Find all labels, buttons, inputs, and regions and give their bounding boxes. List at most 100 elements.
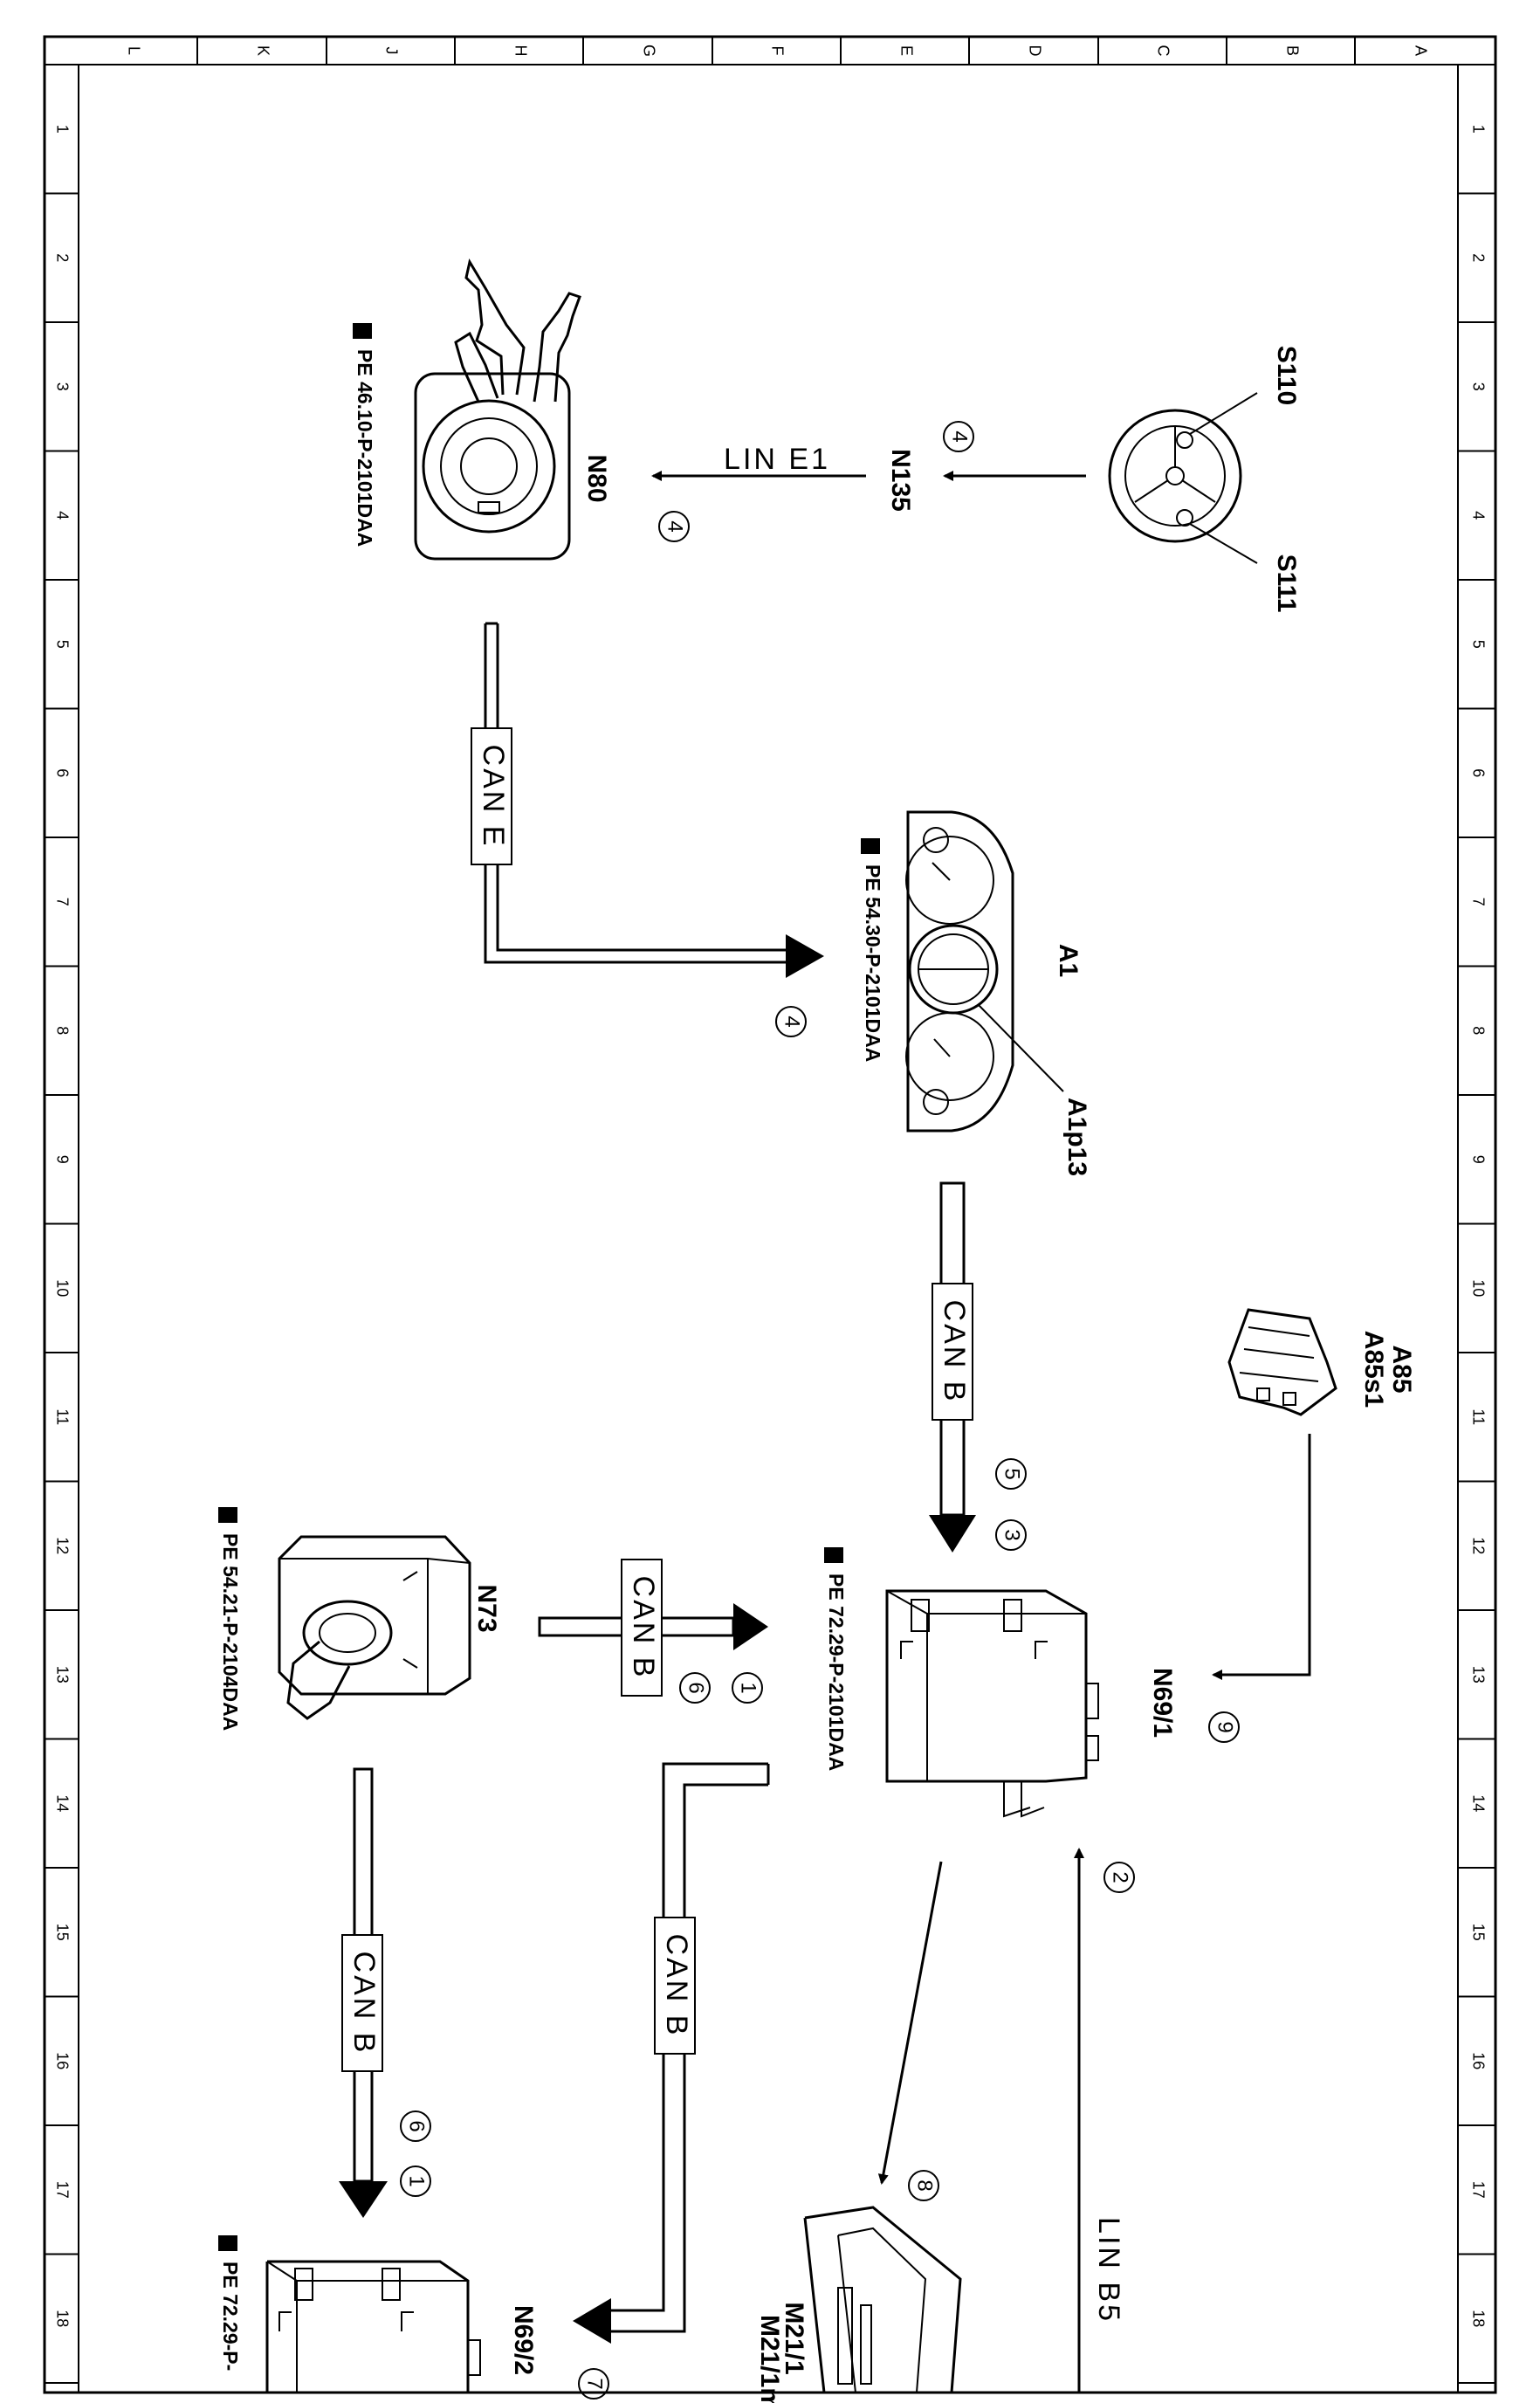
book-icon [353,323,372,339]
step-circle [578,2368,609,2400]
row-label: 11 [53,1408,71,1425]
steering-wheel-buttons [1108,392,1258,564]
step-number: 4 [663,520,687,532]
arrow-n69-1-to-m21 [877,1861,943,2185]
row-label: 4 [53,511,71,520]
step-number: 7 [583,2378,607,2389]
step-circle [943,421,974,452]
step-circle [400,2110,431,2142]
row-label: 3 [53,382,71,391]
step-number: 8 [913,2179,937,2191]
row-label: 6 [53,768,71,777]
row-label: 18 [1469,2310,1487,2327]
row-label: 2 [1469,253,1487,262]
book-icon [218,2235,237,2251]
diagram-border [43,35,1497,2394]
step-number: 6 [684,1682,708,1693]
step-number: 3 [1000,1529,1024,1540]
arrow-head-can-b [929,1515,976,1553]
mirror-adjustment-motor [803,2206,962,2393]
label-s110: S110 [1272,346,1301,405]
bus-lin-e1: LIN E1 [724,443,830,476]
step-number: 1 [405,2175,429,2186]
col-label: L [125,46,142,55]
step-circle [908,2170,939,2201]
row-label: 3 [1469,382,1487,391]
arrow-head-can-e [786,934,824,978]
label-a1: A1 [1054,944,1083,977]
book-icon [218,1507,237,1523]
ref-n69-1: PE 72.29-P-2101DAA [825,1573,848,1771]
bus-lin-b5: LIN B5 [1092,2217,1125,2324]
row-label: 13 [1469,1666,1487,1683]
steering-column-module [414,258,581,561]
row-label: 17 [53,2181,71,2199]
col-label: H [512,45,529,57]
row-label: 1 [1469,125,1487,134]
col-label: G [640,45,657,57]
step-circle [732,1672,763,1704]
col-label: J [382,47,400,55]
row-label: 16 [53,2052,71,2069]
col-label: K [254,45,272,56]
row-label: 8 [53,1026,71,1035]
row-label: 18 [53,2310,71,2327]
row-label: 13 [53,1666,71,1683]
row-label: 10 [1469,1279,1487,1297]
col-label: D [1026,45,1043,57]
grid-columns: L K J H G F E D C B A [125,37,1429,65]
row-label: 5 [53,640,71,649]
row-label: 11 [1469,1408,1487,1425]
bus-can-b: CAN B [938,1300,971,1404]
arrow-a85-to-n69-1 [1212,1434,1311,1680]
step-number: 6 [405,2120,429,2131]
step-number: 4 [780,1016,804,1027]
row-label: 10 [53,1279,71,1297]
step-number: 9 [1213,1721,1237,1732]
step-number: 5 [1000,1468,1024,1479]
label-a85: A85 [1387,1345,1416,1393]
door-control-module-1 [885,1589,1099,1818]
col-label: B [1283,45,1301,56]
step-circle [1103,1862,1135,1893]
col-label: C [1154,45,1172,57]
row-label: 2 [53,253,71,262]
label-m21-1: M21/1 [780,2302,808,2374]
book-icon [861,838,880,854]
col-label: A [1412,45,1429,56]
step-circle [679,1672,711,1704]
step-circle [400,2165,431,2197]
book-icon [824,1547,843,1563]
row-label: 12 [53,1537,71,1554]
step-number: 4 [948,430,972,442]
label-n69-1: N69/1 [1148,1668,1177,1738]
label-n69-2: N69/2 [509,2305,538,2375]
row-label: 5 [1469,640,1487,649]
row-label: 7 [53,898,71,906]
ref-n80: PE 46.10-P-2101DAA [354,349,376,547]
row-label: 12 [1469,1537,1487,1554]
label-n135: N135 [886,449,915,512]
bus-can-e-line [484,623,786,964]
a85-component [1227,1308,1337,1416]
label-a1p13: A1p13 [1062,1098,1091,1176]
label-a85s1: A85s1 [1359,1331,1388,1408]
row-label: 17 [1469,2181,1487,2199]
row-label: 14 [1469,1794,1487,1812]
row-label: 1 [53,125,71,134]
label-s111: S111 [1272,554,1301,613]
ref-n69-2: PE 72.29-P- [219,2262,242,2371]
instrument-cluster [905,810,1064,1133]
bus-can-b: CAN B [347,1952,381,2055]
col-label: F [768,46,786,56]
row-label: 16 [1469,2052,1487,2069]
label-m21-1m: M21/1m [755,2315,784,2403]
step-circle [658,511,690,542]
bus-can-b: CAN B [627,1576,660,1680]
label-n80: N80 [582,454,611,502]
step-circle [775,1006,807,1037]
step-number: 2 [1109,1871,1132,1883]
ref-n73: PE 54.21-P-2104DAA [219,1533,242,1731]
door-control-module-2 [265,2260,481,2393]
